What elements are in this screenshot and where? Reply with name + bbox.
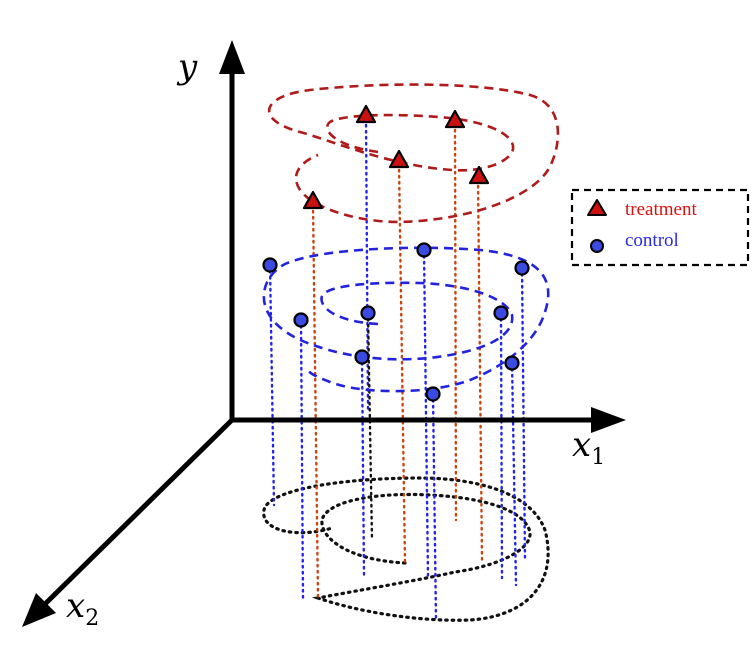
control-drop-line: [360, 355, 366, 577]
y-axis-label: y: [176, 47, 198, 87]
legend-triangle-icon: [587, 199, 607, 216]
treatment-markers: [302, 104, 490, 210]
control-markers: [262, 242, 530, 402]
treatment-drop-line: [476, 178, 484, 562]
control-point: [293, 312, 309, 328]
control-point: [416, 242, 432, 258]
treatment-point: [468, 165, 490, 185]
legend-control-label: control: [625, 230, 679, 251]
control-point: [354, 349, 370, 365]
legend-circle-icon: [590, 239, 604, 253]
control-point: [425, 386, 441, 402]
axes: [22, 40, 626, 627]
x1-axis-arrowhead: [591, 407, 626, 433]
treatment-drop-line: [364, 117, 370, 412]
control-drop-line: [366, 311, 374, 542]
control-spiral-curve: [262, 246, 550, 393]
x2-axis-label: x2: [66, 586, 99, 631]
y-axis-arrowhead: [219, 40, 245, 74]
legend-treatment-label: treatment: [625, 199, 697, 220]
treatment-drop-line: [397, 162, 407, 565]
control-point: [504, 355, 520, 371]
treatment-point: [302, 190, 324, 210]
legend-box: [570, 188, 750, 267]
legend: treatment control: [570, 188, 750, 267]
x2-axis-arrowhead: [22, 593, 56, 627]
control-drop-line: [510, 361, 518, 587]
control-drop-line: [520, 266, 527, 562]
x1-axis-label: x1: [572, 425, 605, 470]
control-point: [493, 305, 509, 321]
treatment-drop-line: [311, 203, 320, 600]
control-point: [514, 260, 530, 276]
control-drop-line: [499, 311, 504, 580]
treatment-point: [355, 104, 377, 124]
treatment-drop-line: [453, 122, 458, 522]
control-point: [360, 305, 376, 321]
treatment-point: [388, 149, 410, 169]
control-drop-line: [431, 392, 438, 622]
control-drop-line: [268, 263, 276, 507]
treatment-point: [444, 109, 466, 129]
x2-axis-line: [42, 418, 234, 607]
control-drop-line: [422, 248, 430, 580]
control-point: [262, 257, 278, 273]
control-drop-line: [299, 318, 305, 600]
drop-lines: [268, 117, 527, 622]
floor-spiral-curve: [262, 476, 550, 622]
